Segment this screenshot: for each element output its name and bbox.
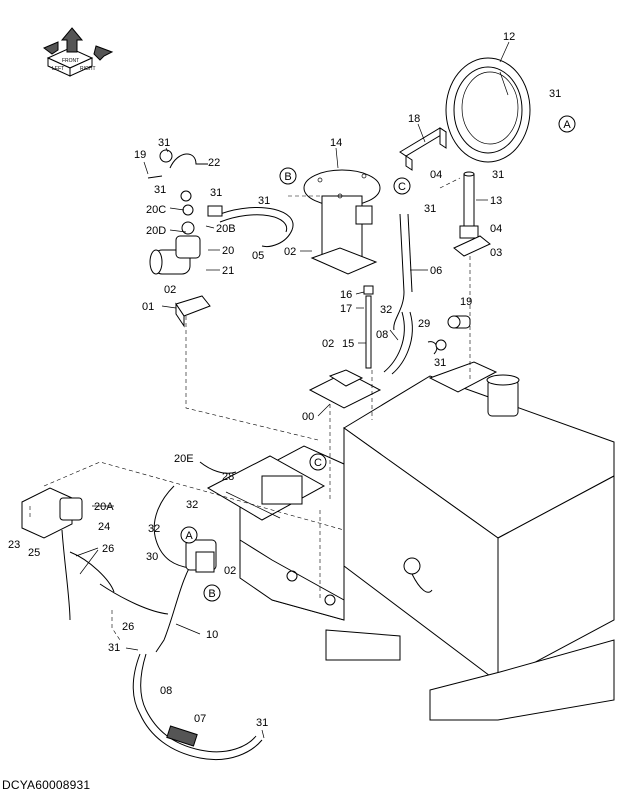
label-17: 17 (340, 303, 352, 315)
label-05: 05 (252, 250, 264, 262)
label-08: 08 (376, 329, 388, 341)
fitting-19 (447, 315, 471, 329)
label-18: 18 (408, 113, 420, 125)
label-16: 16 (340, 289, 352, 301)
callout-A-upper: A (558, 115, 576, 133)
callout-A-upper-label: A (563, 119, 571, 131)
label-32: 32 (380, 304, 392, 316)
relay-bracket-20A (21, 487, 83, 539)
callout-A-lower-label: A (185, 530, 193, 542)
label-20C: 20C (146, 204, 166, 216)
label-26: 26 (122, 621, 134, 633)
label-02: 02 (164, 284, 176, 296)
callout-B-upper-label: B (284, 171, 291, 183)
label-28: 28 (222, 471, 234, 483)
label-25: 25 (28, 547, 40, 559)
label-20A: 20A (94, 501, 114, 513)
label-20D: 20D (146, 225, 166, 237)
label-24: 24 (98, 521, 110, 533)
label-29: 29 (418, 318, 430, 330)
label-04: 04 (490, 223, 502, 235)
callout-C-lower: C (309, 453, 327, 471)
label-03: 03 (490, 247, 502, 259)
label-20B: 20B (216, 223, 236, 235)
label-31: 31 (154, 184, 166, 196)
label-20E: 20E (174, 453, 194, 465)
label-19: 19 (460, 296, 472, 308)
label-31: 31 (256, 717, 268, 729)
fill-tube-13 (453, 171, 491, 257)
label-15: 15 (342, 338, 354, 350)
label-31: 31 (549, 88, 561, 100)
label-13: 13 (490, 195, 502, 207)
bracket-01 (175, 295, 211, 328)
bracket-18 (399, 127, 447, 171)
filter-assembly-14 (303, 169, 381, 275)
label-30: 30 (146, 551, 158, 563)
label-23: 23 (8, 539, 20, 551)
label-02: 02 (224, 565, 236, 577)
label-31: 31 (258, 195, 270, 207)
label-08: 08 (160, 685, 172, 697)
solenoid-valve-A (185, 539, 217, 573)
machine-frame (206, 445, 615, 721)
callout-B-upper: B (279, 167, 297, 185)
label-19: 19 (134, 149, 146, 161)
label-04: 04 (430, 169, 442, 181)
label-02: 02 (322, 338, 334, 350)
drawing-code: DCYA60008931 (2, 778, 91, 792)
label-32: 32 (148, 523, 160, 535)
reference-lines (29, 177, 471, 641)
compass-front-label: FRONT (62, 58, 79, 64)
orientation-compass-icon: FRONT LEFT RIGHT (43, 27, 114, 77)
label-26: 26 (102, 543, 114, 555)
label-31: 31 (434, 357, 446, 369)
callout-B-lower: B (203, 584, 221, 602)
label-01: 01 (142, 301, 154, 313)
label-21: 21 (222, 265, 234, 277)
label-07: 07 (194, 713, 206, 725)
label-20: 20 (222, 245, 234, 257)
label-10: 10 (206, 629, 218, 641)
compass-left-label: LEFT (52, 66, 64, 72)
label-31: 31 (158, 137, 170, 149)
label-12: 12 (503, 31, 515, 43)
label-31: 31 (108, 642, 120, 654)
label-02: 02 (284, 246, 296, 258)
compass-right-label: RIGHT (80, 66, 96, 72)
callout-B-lower-label: B (208, 588, 215, 600)
callout-A-lower: A (180, 526, 198, 544)
callout-C-lower-label: C (314, 457, 322, 469)
callout-C-upper-label: C (398, 181, 406, 193)
label-06: 06 (430, 265, 442, 277)
leader-lines (75, 147, 428, 739)
label-31: 31 (210, 187, 222, 199)
label-00: 00 (302, 411, 314, 423)
label-31: 31 (424, 203, 436, 215)
label-14: 14 (330, 137, 342, 149)
callout-C-upper: C (393, 177, 411, 195)
hydraulic-tank (343, 361, 615, 684)
tank-cap-ring (445, 57, 531, 163)
label-32: 32 (186, 499, 198, 511)
label-22: 22 (208, 157, 220, 169)
label-31: 31 (492, 169, 504, 181)
